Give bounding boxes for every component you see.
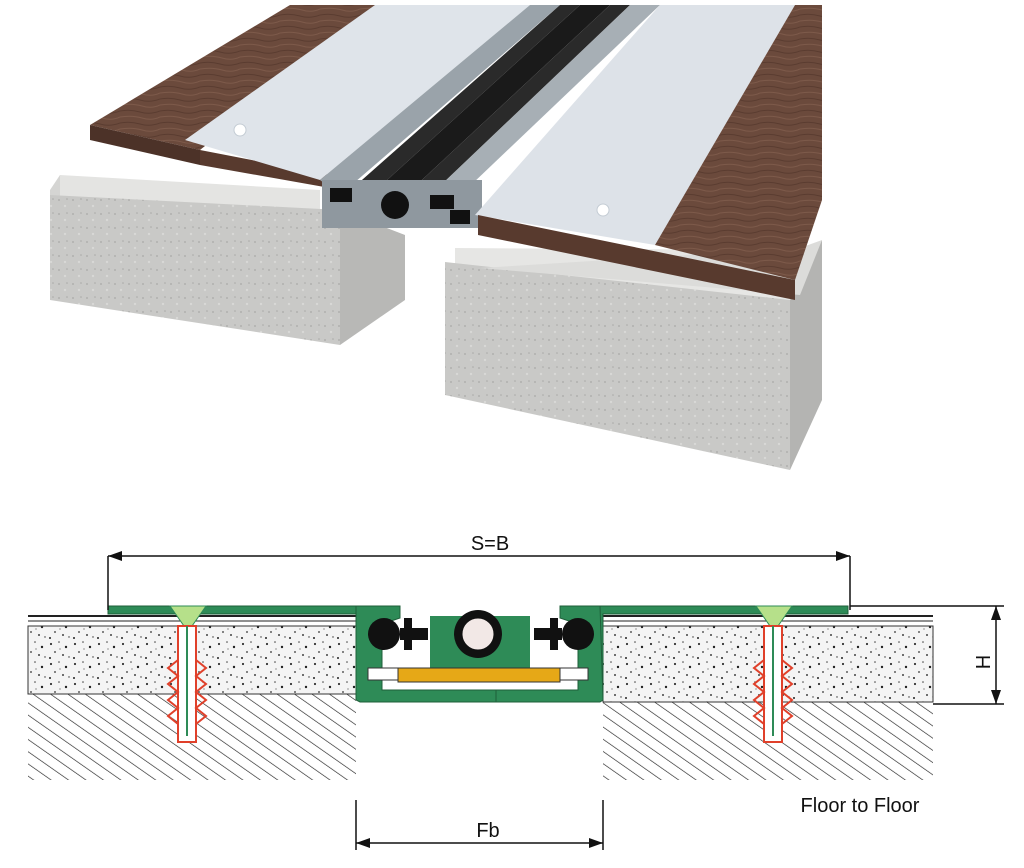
- screw-cap-left: [233, 123, 247, 137]
- height-label: H: [973, 655, 995, 669]
- slide-plate: [397, 667, 561, 683]
- cross-section-drawing: S=B H Fb Floor to Floor: [27, 533, 1004, 850]
- caption-floor-to-floor: Floor to Floor: [801, 795, 920, 817]
- dimension-height: [850, 605, 1004, 705]
- right-floor-panel: [475, 5, 795, 245]
- right-wood-floor: [478, 5, 822, 300]
- slide-bed-left: [367, 667, 399, 681]
- isometric-illustration: [50, 5, 822, 470]
- joint-profile-strip: [320, 5, 660, 228]
- slide-bed-right: [559, 667, 589, 681]
- left-floor-panel: [185, 5, 530, 180]
- dimension-gap: [355, 800, 604, 850]
- span-label: S=B: [471, 533, 509, 555]
- core-cord: [461, 617, 495, 651]
- left-wood-floor: [90, 5, 380, 188]
- screw-cap-right: [596, 203, 610, 217]
- dimension-span: [107, 551, 851, 610]
- left-concrete-block: [50, 175, 405, 345]
- anchor-screw-right: [752, 605, 794, 743]
- anchor-screw-left: [166, 605, 208, 743]
- gap-label: Fb: [476, 820, 499, 842]
